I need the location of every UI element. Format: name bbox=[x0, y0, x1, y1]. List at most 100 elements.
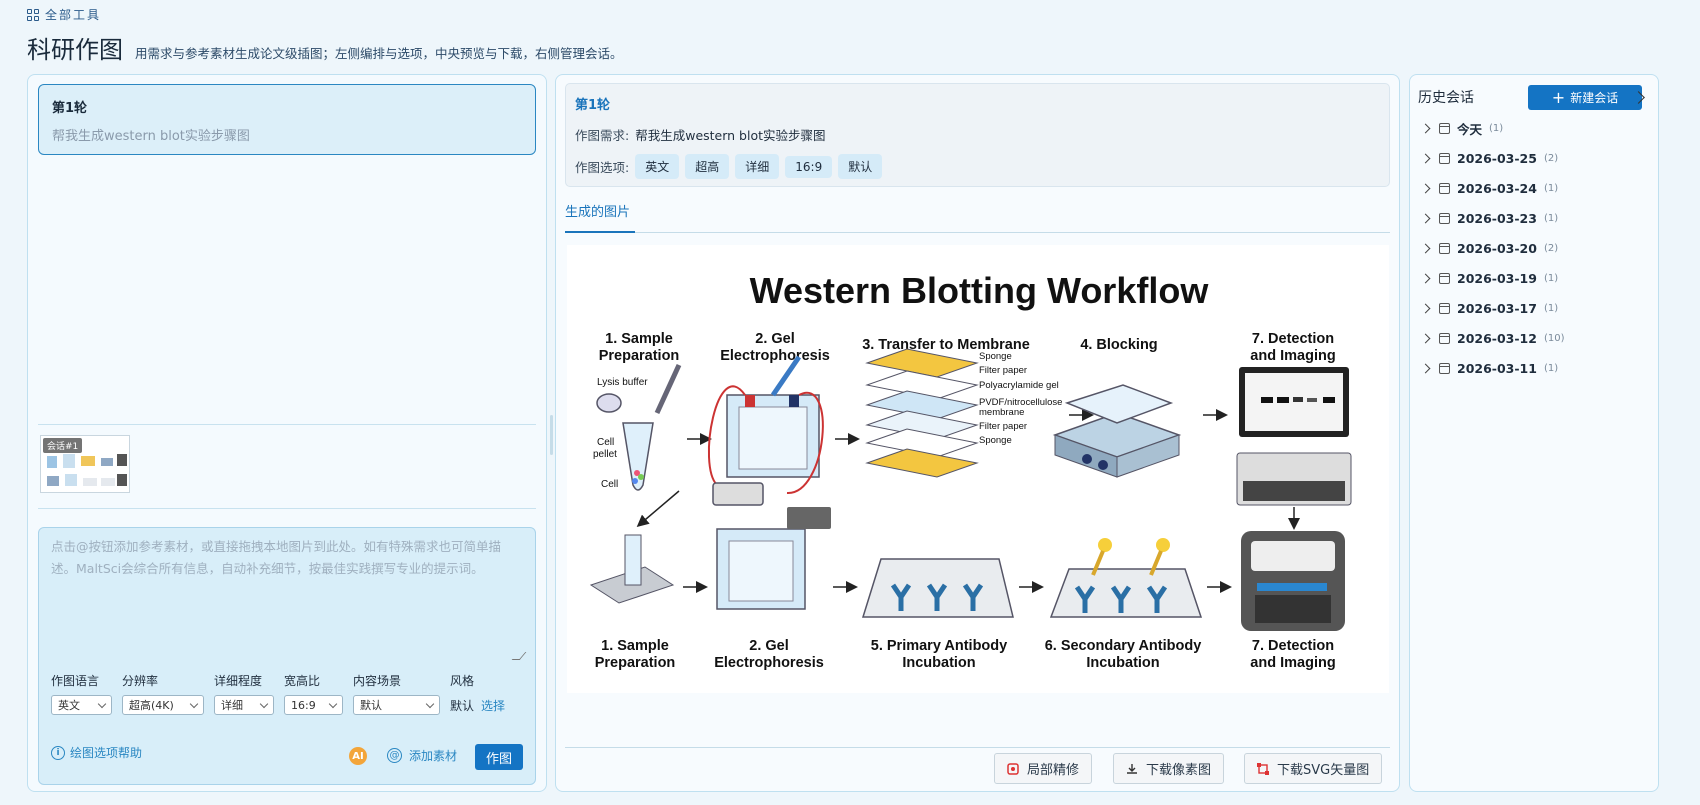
generated-figure[interactable]: Western Blotting Workflow 1. Sample Prep… bbox=[567, 245, 1389, 693]
option-label: 风格 bbox=[450, 674, 475, 688]
option-chip: 英文 bbox=[635, 154, 680, 179]
calendar-icon bbox=[1439, 332, 1450, 344]
history-count: (2) bbox=[1543, 152, 1559, 164]
add-material-button[interactable]: @ 添加素材 bbox=[387, 747, 457, 764]
history-group[interactable]: 2026-03-25(2) bbox=[1420, 143, 1565, 173]
request-row: 作图需求: 帮我生成western blot实验步骤图 bbox=[575, 125, 1380, 144]
option-chip: 16:9 bbox=[785, 155, 833, 178]
history-list: 今天(1) 2026-03-25(2) 2026-03-24(1) 2026-0… bbox=[1420, 113, 1565, 383]
info-icon: i bbox=[51, 745, 65, 760]
chevron-right-icon bbox=[1420, 243, 1431, 253]
step-label: 5. Primary Antibody bbox=[871, 638, 1007, 654]
workflow-figure: Western Blotting Workflow 1. Sample Prep… bbox=[567, 245, 1389, 693]
option-language: 作图语言 英文 bbox=[51, 672, 112, 715]
scene-select[interactable]: 默认 bbox=[353, 695, 440, 715]
history-date: 2026-03-20 bbox=[1457, 240, 1537, 256]
calendar-icon bbox=[1439, 122, 1450, 134]
download-pixel-label: 下载像素图 bbox=[1146, 763, 1212, 778]
options-row: 作图语言 英文 分辨率 超高(4K) 详细程度 详细 宽高比 16:9 内容场景… bbox=[51, 672, 515, 715]
refine-button[interactable]: 局部精修 bbox=[994, 753, 1093, 784]
round-card[interactable]: 第1轮 帮我生成western blot实验步骤图 bbox=[38, 84, 536, 155]
history-date: 2026-03-19 bbox=[1457, 270, 1537, 286]
round-title: 第1轮 bbox=[52, 101, 88, 116]
new-session-button[interactable]: + 新建会话 bbox=[1528, 85, 1642, 110]
sample-label: pellet bbox=[593, 449, 617, 460]
step-label: 3. Transfer to Membrane bbox=[862, 337, 1030, 353]
history-count: (1) bbox=[1543, 302, 1559, 314]
chevron-right-icon bbox=[1420, 303, 1431, 313]
history-date: 今天 bbox=[1457, 121, 1483, 137]
history-group[interactable]: 2026-03-11(1) bbox=[1420, 353, 1565, 383]
aspect-select[interactable]: 16:9 bbox=[284, 695, 343, 715]
history-count: (10) bbox=[1543, 332, 1565, 344]
option-label: 内容场景 bbox=[353, 674, 402, 688]
history-group[interactable]: 2026-03-17(1) bbox=[1420, 293, 1565, 323]
add-material-label: 添加素材 bbox=[409, 749, 458, 763]
all-tools-link[interactable]: 全部工具 bbox=[27, 6, 101, 23]
page-header: 科研作图 用需求与参考素材生成论文级插图；左侧编排与选项，中央预览与下载，右侧管… bbox=[27, 30, 623, 65]
history-title: 历史会话 bbox=[1418, 90, 1474, 106]
language-select[interactable]: 英文 bbox=[51, 695, 112, 715]
step-label: Electrophoresis bbox=[720, 348, 830, 364]
compose-box: 作图语言 英文 分辨率 超高(4K) 详细程度 详细 宽高比 16:9 内容场景… bbox=[38, 527, 536, 785]
style-select-link[interactable]: 选择 bbox=[481, 698, 506, 713]
panel-splitter[interactable] bbox=[550, 415, 553, 455]
page-title: 科研作图 bbox=[27, 36, 123, 64]
grid-icon bbox=[27, 8, 39, 21]
history-date: 2026-03-24 bbox=[1457, 180, 1537, 196]
resolution-select[interactable]: 超高(4K) bbox=[122, 695, 204, 715]
layer-label: membrane bbox=[979, 407, 1024, 418]
history-group[interactable]: 今天(1) bbox=[1420, 113, 1565, 143]
step-label: 6. Secondary Antibody bbox=[1045, 638, 1202, 654]
option-label: 作图语言 bbox=[51, 674, 100, 688]
tab-generated-images[interactable]: 生成的图片 bbox=[565, 201, 635, 233]
chevron-right-icon bbox=[1420, 123, 1431, 133]
step-label: and Imaging bbox=[1250, 655, 1335, 671]
history-group[interactable]: 2026-03-24(1) bbox=[1420, 173, 1565, 203]
download-pixel-button[interactable]: 下载像素图 bbox=[1113, 753, 1225, 784]
history-count: (1) bbox=[1543, 362, 1559, 374]
history-group[interactable]: 2026-03-20(2) bbox=[1420, 233, 1565, 263]
style-value-row: 默认 选择 bbox=[450, 695, 505, 715]
vector-icon bbox=[1257, 762, 1269, 775]
style-value: 默认 bbox=[450, 698, 475, 713]
chevron-right-icon bbox=[1420, 363, 1431, 373]
reference-thumbnail[interactable]: 会话#1 bbox=[40, 435, 130, 493]
help-label: 绘图选项帮助 bbox=[70, 746, 143, 760]
download-svg-button[interactable]: 下载SVG矢量图 bbox=[1244, 753, 1383, 784]
chevron-down-icon bbox=[97, 699, 107, 708]
history-group[interactable]: 2026-03-23 (1) bbox=[1420, 203, 1565, 233]
prompt-input[interactable] bbox=[51, 536, 525, 664]
new-session-label: 新建会话 bbox=[1570, 91, 1619, 105]
request-label: 作图需求: bbox=[575, 128, 630, 143]
ai-icon[interactable]: AI bbox=[349, 747, 367, 765]
step-label: 2. Gel bbox=[749, 638, 789, 654]
history-group[interactable]: 2026-03-19 (1) bbox=[1420, 263, 1565, 293]
refine-icon bbox=[1007, 762, 1019, 775]
sample-tube-illustration: Lysis buffer Cell pellet Cell bbox=[593, 363, 682, 491]
detail-select[interactable]: 详细 bbox=[214, 695, 274, 715]
refine-label: 局部精修 bbox=[1027, 763, 1080, 778]
calendar-icon bbox=[1439, 212, 1450, 224]
calendar-icon bbox=[1439, 362, 1450, 374]
option-label: 分辨率 bbox=[122, 674, 159, 688]
chevron-down-icon bbox=[189, 699, 199, 708]
select-value: 16:9 bbox=[291, 698, 316, 712]
plus-icon: + bbox=[1551, 87, 1566, 107]
history-group[interactable]: 2026-03-12(10) bbox=[1420, 323, 1565, 353]
option-detail: 详细程度 详细 bbox=[214, 672, 274, 715]
draw-button[interactable]: 作图 bbox=[475, 744, 523, 770]
history-date: 2026-03-23 bbox=[1457, 210, 1537, 226]
select-value: 英文 bbox=[58, 699, 80, 712]
history-count: (1) bbox=[1543, 212, 1559, 224]
option-aspect: 宽高比 16:9 bbox=[284, 672, 343, 715]
select-value: 超高(4K) bbox=[129, 699, 174, 712]
option-resolution: 分辨率 超高(4K) bbox=[122, 672, 204, 715]
options-help-link[interactable]: i 绘图选项帮助 bbox=[51, 744, 142, 761]
history-count: (1) bbox=[1543, 272, 1559, 284]
chevron-right-icon bbox=[1420, 333, 1431, 343]
chevron-down-icon bbox=[259, 699, 269, 708]
step-label: Electrophoresis bbox=[714, 655, 824, 671]
option-chip: 默认 bbox=[838, 154, 883, 179]
calendar-icon bbox=[1439, 302, 1450, 314]
